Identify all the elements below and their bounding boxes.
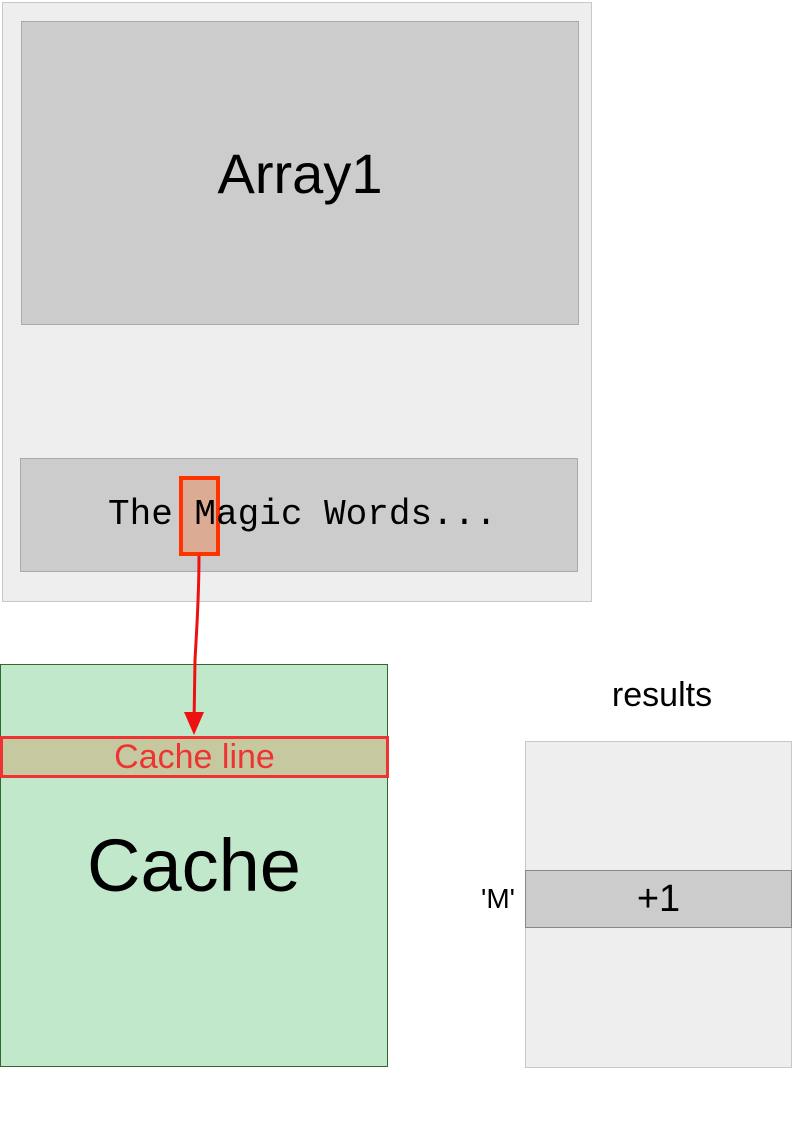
results-entry-value: +1	[636, 877, 681, 920]
results-entry-m: +1	[525, 870, 792, 928]
results-entry-key: 'M'	[480, 883, 515, 914]
array1-label: Array1	[217, 141, 383, 205]
array1-block: Array1	[21, 21, 579, 325]
highlighted-character-box	[179, 476, 220, 556]
cache-line-label: Cache line	[114, 737, 275, 776]
string-buffer-block	[20, 458, 578, 572]
results-title: results	[611, 675, 713, 714]
string-text: The Magic Words...	[108, 494, 497, 535]
cache-label: Cache	[87, 823, 301, 907]
cache-line: Cache line	[0, 736, 389, 778]
